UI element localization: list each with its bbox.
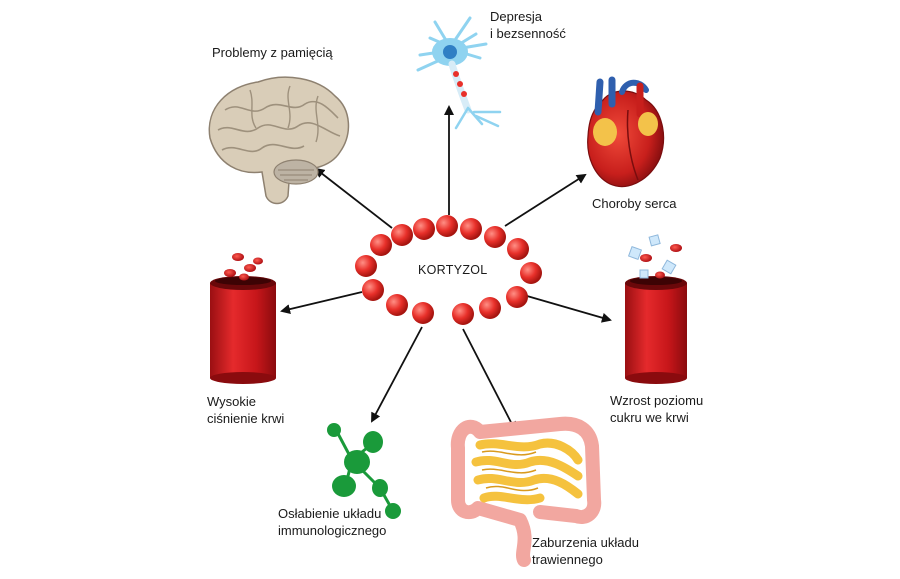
immune-cells-icon <box>327 423 401 519</box>
label-depression-line-2: i bezsenność <box>490 26 566 41</box>
arrow-to-memory <box>314 167 393 229</box>
label-blood-sugar-line-1: Wzrost poziomu <box>610 393 704 408</box>
cortisol-ring <box>355 215 542 325</box>
cortisol-bead <box>460 218 482 240</box>
cortisol-bead <box>386 294 408 316</box>
arrow-to-blood-sugar <box>526 295 612 323</box>
arrow-to-heart <box>504 173 587 227</box>
label-blood-pressure-line-2: ciśnienie krwi <box>207 411 285 426</box>
label-immune-line-2: immunologicznego <box>278 523 387 538</box>
cortisol-bead <box>484 226 506 248</box>
cortisol-bead <box>355 255 377 277</box>
cortisol-bead <box>506 286 528 308</box>
label-digestive-line-1: Zaburzenia układu <box>532 535 639 550</box>
blood-vessel-sugar-icon <box>625 234 687 384</box>
intestines-icon <box>450 416 602 567</box>
cortisol-bead <box>507 238 529 260</box>
cortisol-bead <box>413 218 435 240</box>
neuron-icon <box>416 16 502 130</box>
heart-icon <box>587 76 665 188</box>
label-depression-line-1: Depresja <box>490 9 543 24</box>
cortisol-bead <box>520 262 542 284</box>
label-digestive: Zaburzenia układu trawiennego <box>532 534 639 568</box>
label-heart: Choroby serca <box>592 195 677 212</box>
cortisol-bead <box>391 224 413 246</box>
arrow-to-digestive <box>462 328 516 432</box>
label-immune-line-1: Osłabienie układu <box>278 506 382 521</box>
blood-vessel-icon <box>210 253 276 384</box>
cortisol-bead <box>452 303 474 325</box>
cortisol-bead <box>479 297 501 319</box>
label-immune: Osłabienie układu immunologicznego <box>278 505 386 539</box>
cortisol-bead <box>370 234 392 256</box>
label-memory: Problemy z pamięcią <box>212 44 333 61</box>
label-blood-pressure-line-1: Wysokie <box>207 394 257 409</box>
cortisol-bead <box>412 302 434 324</box>
cortisol-bead <box>362 279 384 301</box>
arrow-to-immune <box>371 326 423 423</box>
center-label: KORTYZOL <box>418 263 488 277</box>
label-digestive-line-2: trawiennego <box>532 552 603 567</box>
brain-icon <box>208 76 350 205</box>
label-blood-sugar: Wzrost poziomu cukru we krwi <box>610 392 703 426</box>
label-depression: Depresja i bezsenność <box>490 8 566 42</box>
label-blood-pressure: Wysokie ciśnienie krwi <box>207 393 284 427</box>
arrow-to-blood-pressure <box>280 291 363 315</box>
cortisol-bead <box>436 215 458 237</box>
arrows <box>280 105 612 432</box>
label-heart-line-1: Choroby serca <box>592 196 677 211</box>
label-memory-line-1: Problemy z pamięcią <box>212 45 333 60</box>
label-blood-sugar-line-2: cukru we krwi <box>610 410 689 425</box>
